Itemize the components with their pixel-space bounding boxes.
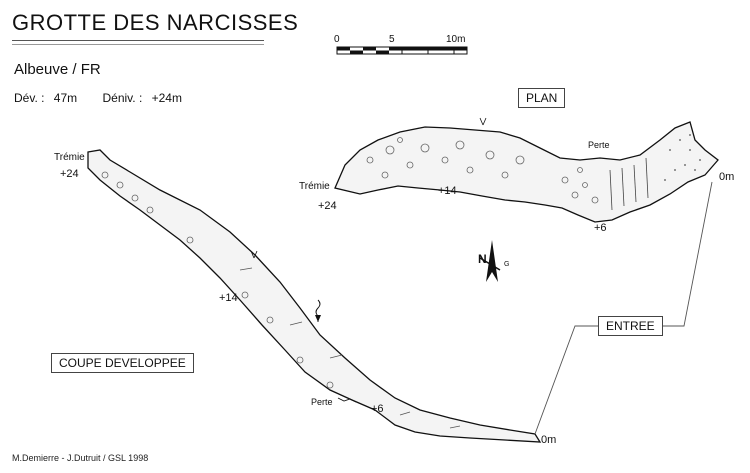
- entrance-leader-lines: [534, 181, 713, 435]
- scale-label-10m: 10m: [446, 34, 466, 45]
- section-perte-label: Perte: [311, 397, 333, 407]
- scale-bar: [336, 46, 468, 55]
- section-elevation-entrance: 0m: [541, 434, 557, 446]
- entrance-label: ENTREE: [598, 316, 663, 336]
- section-elevation-perte: +6: [371, 403, 384, 415]
- plan-elevation-top: +24: [318, 200, 337, 212]
- plan-tremie-label: Trémie: [299, 181, 330, 192]
- scale-label-5: 5: [389, 34, 395, 45]
- denivelation-value: +24m: [151, 91, 182, 105]
- title-underline: [12, 40, 264, 41]
- development-value: 47m: [53, 91, 78, 105]
- title-underline-2: [12, 44, 264, 45]
- location-label: Albeuve / FR: [14, 61, 101, 78]
- plan-label: PLAN: [518, 88, 566, 108]
- section-passage-outline: [87, 149, 542, 443]
- section-tremie-label: Trémie: [54, 152, 85, 163]
- plan-elevation-mid: +14: [438, 185, 457, 197]
- developed-section: [87, 149, 542, 443]
- survey-credit: M.Demierre - J.Dutruit / GSL 1998: [12, 453, 149, 463]
- plan-elevation-entrance: 0m: [719, 171, 735, 183]
- development-label: Dév. :: [14, 91, 45, 105]
- plan-passage-outline: [334, 121, 719, 223]
- plan-view: [334, 117, 719, 223]
- section-elevation-mid: +14: [219, 292, 238, 304]
- plan-perte-label: Perte: [588, 140, 610, 150]
- north-arrow-icon: [479, 240, 501, 282]
- plan-elevation-perte: +6: [594, 222, 607, 234]
- map-title: GROTTE DES NARCISSES: [12, 10, 299, 35]
- scale-label-0: 0: [334, 34, 340, 45]
- denivelation-label: Déniv. :: [102, 91, 143, 105]
- section-label: COUPE DEVELOPPEE: [51, 353, 194, 373]
- north-g-letter: G: [504, 261, 510, 268]
- cave-stats: Dév. : 47m Déniv. : +24m: [14, 91, 188, 105]
- north-letter: N: [478, 252, 487, 266]
- section-elevation-top: +24: [60, 168, 79, 180]
